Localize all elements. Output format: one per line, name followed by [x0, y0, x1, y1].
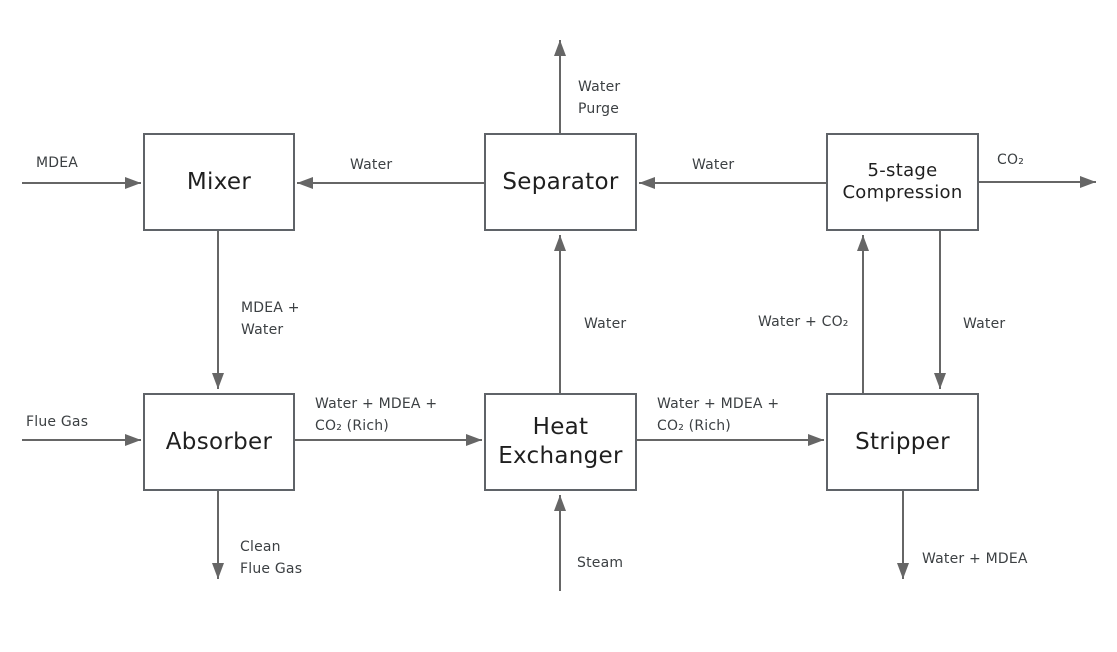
node-heat-exchanger: Heat Exchanger	[484, 393, 637, 491]
stream-label-water-compression-to-separator: Water	[692, 157, 735, 173]
stream-label-mdea-water: MDEA + Water	[241, 300, 300, 338]
stream-label-clean-flue-gas: Clean Flue Gas	[240, 539, 303, 577]
node-stripper: Stripper	[826, 393, 979, 491]
stream-label-water-co2-overhead: Water + CO₂	[758, 314, 849, 330]
stream-label-lean-solvent-out: Water + MDEA	[922, 551, 1028, 567]
node-compression: 5-stage Compression	[826, 133, 979, 231]
stream-label-water-compression-to-stripper: Water	[963, 316, 1006, 332]
stream-label-co2-product: CO₂	[997, 152, 1025, 168]
stream-label-water-he-to-separator: Water	[584, 316, 627, 332]
stream-label-water-purge: Water Purge	[578, 79, 621, 117]
stream-label-steam-feed: Steam	[577, 555, 624, 571]
node-absorber: Absorber	[143, 393, 295, 491]
stream-label-water-separator-to-mixer: Water	[350, 157, 393, 173]
stream-label-rich-solvent-absorber: Water + MDEA + CO₂ (Rich)	[315, 396, 438, 434]
stream-label-rich-solvent-he: Water + MDEA + CO₂ (Rich)	[657, 396, 780, 434]
stream-label-mdea-feed: MDEA	[36, 155, 79, 171]
stream-label-flue-gas-feed: Flue Gas	[26, 414, 89, 430]
node-separator: Separator	[484, 133, 637, 231]
node-mixer: Mixer	[143, 133, 295, 231]
